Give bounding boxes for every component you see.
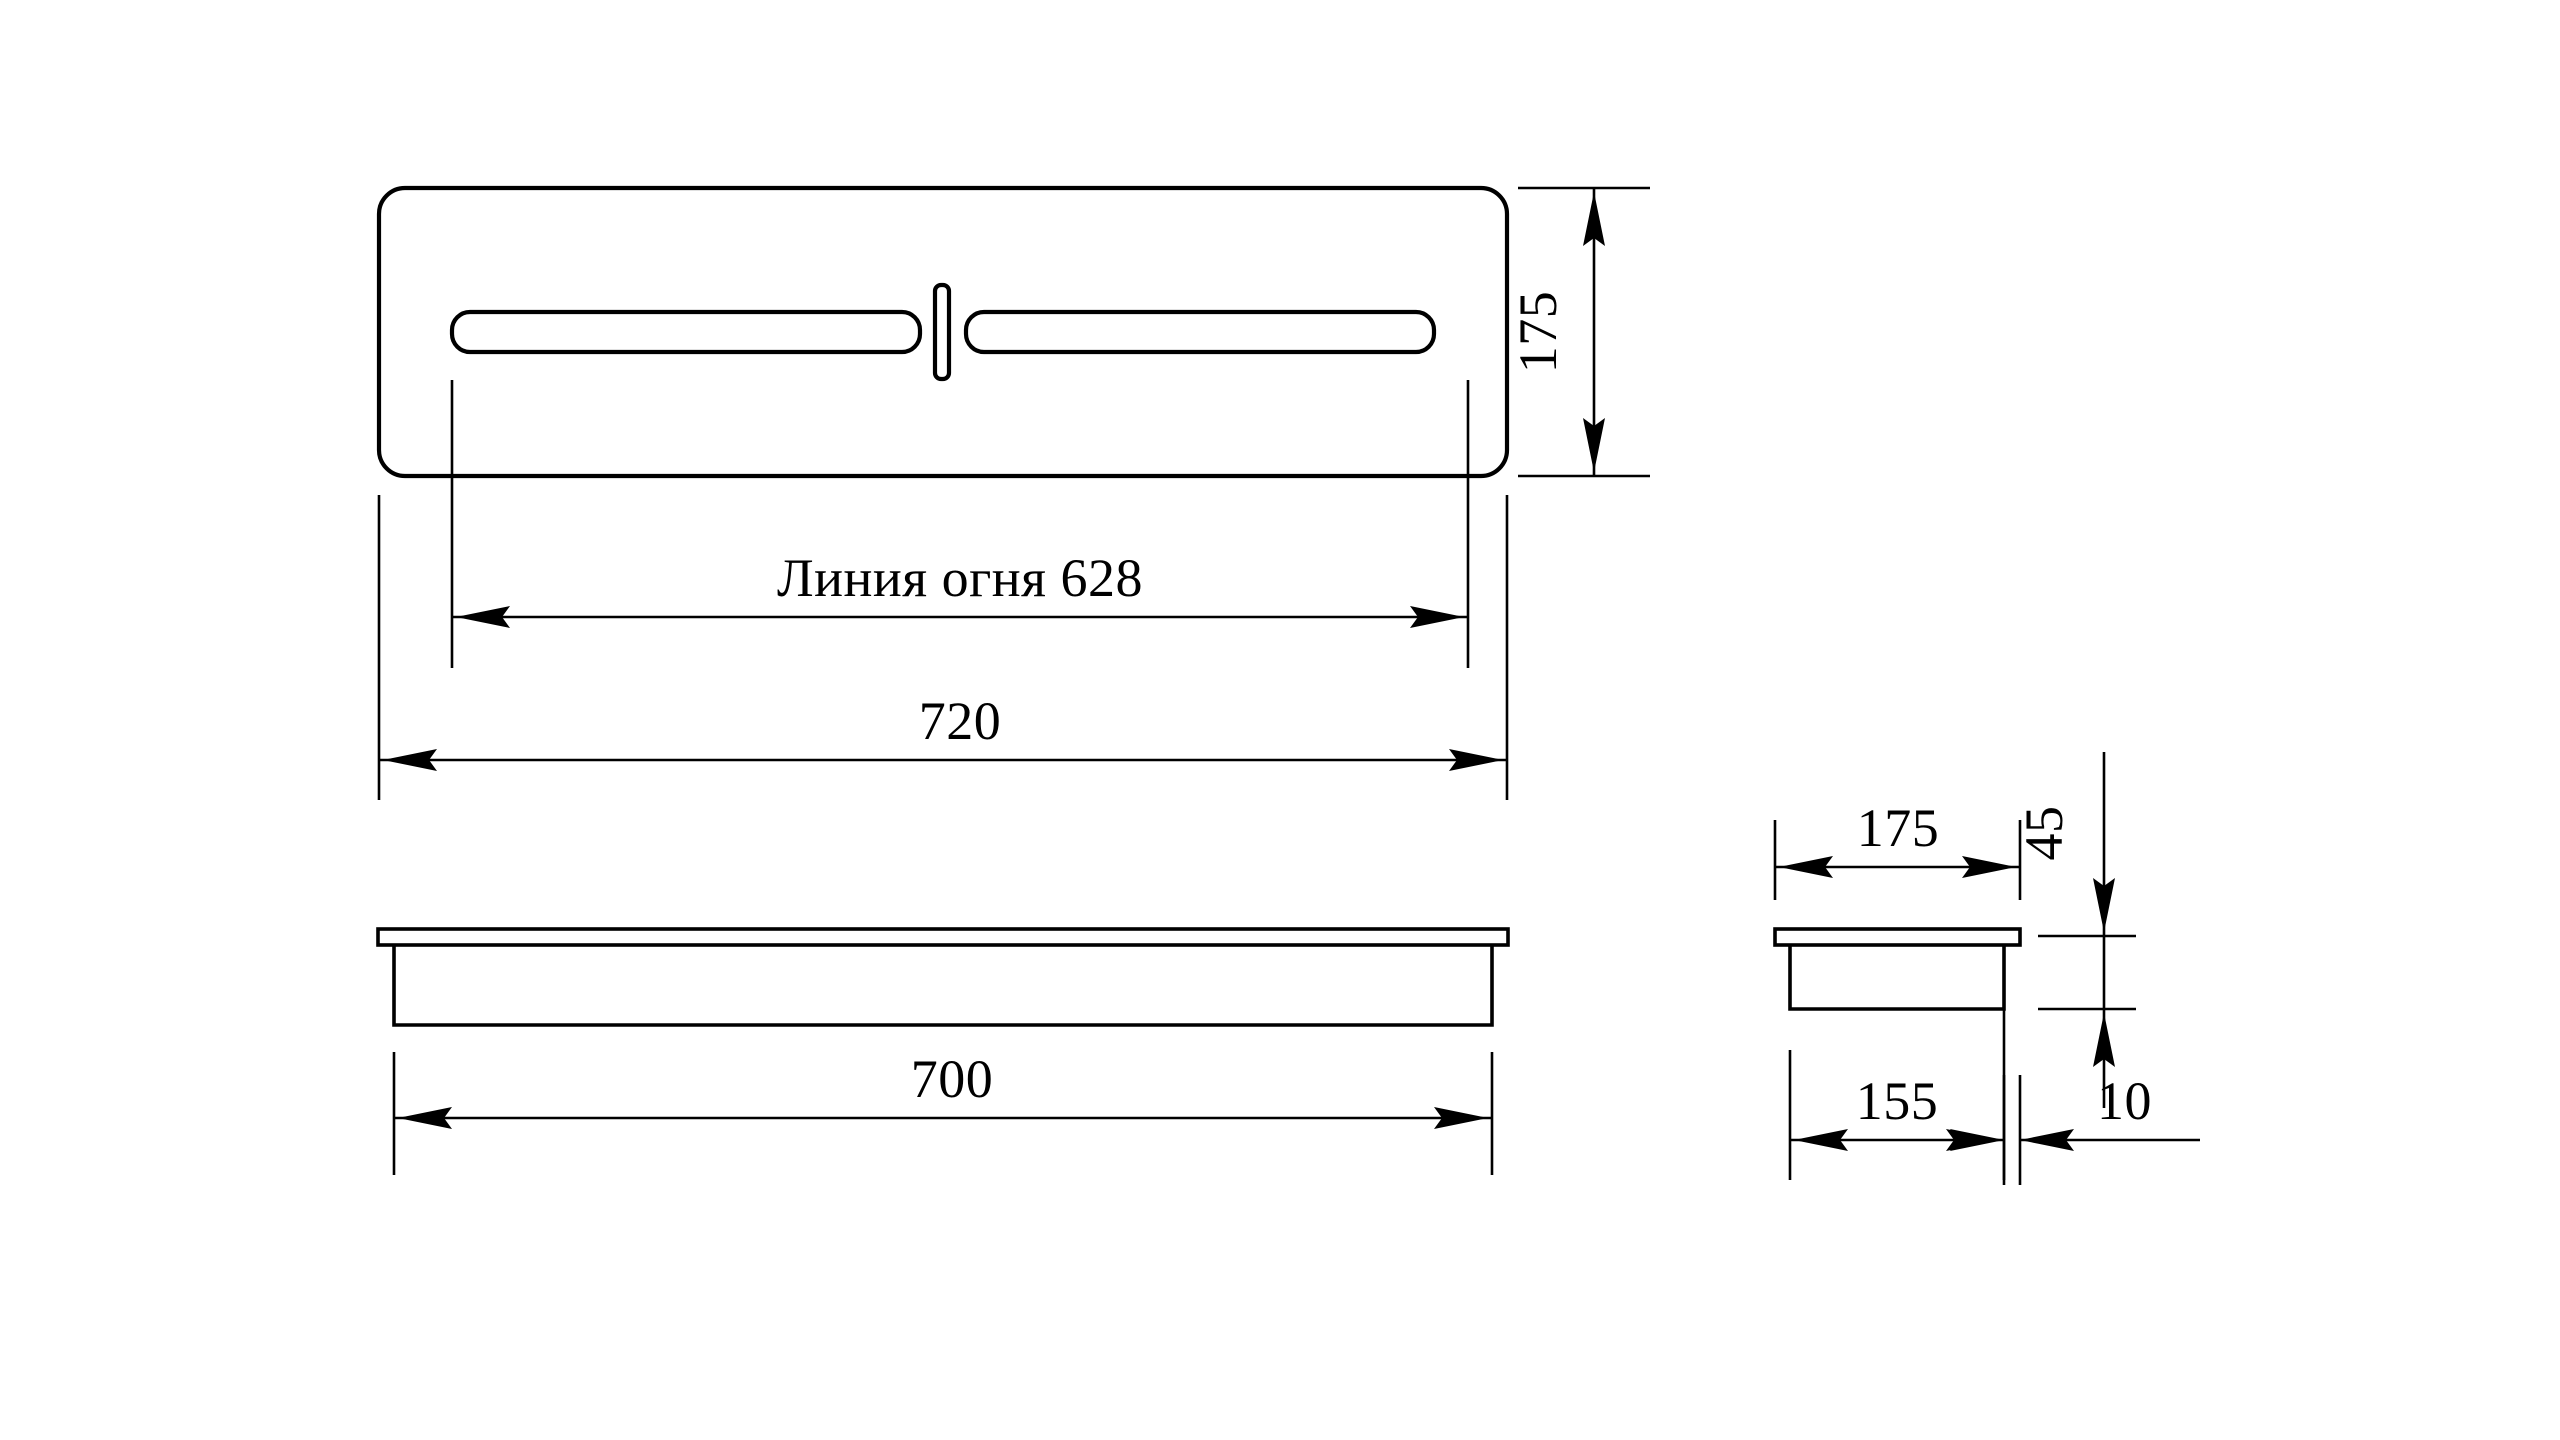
dim-720-arrow-right — [1449, 749, 1503, 771]
dim-side-175-arrow-right — [1962, 856, 2016, 878]
dim-flange-width-175: 175 — [1773, 798, 2022, 900]
side-elevation-body — [1788, 945, 2006, 1011]
side-elevation-group — [1773, 927, 2022, 1011]
dim-side-175-arrow-left — [1779, 856, 1833, 878]
top-view-group — [376, 185, 1510, 479]
dim-10-arrow-right — [2020, 1129, 2074, 1151]
dim-720-label: 720 — [919, 691, 1002, 751]
top-view-slot-left — [449, 309, 923, 355]
dim-flange-thickness-10: 10 — [1950, 1071, 2200, 1185]
dim-720-arrow-left — [383, 749, 437, 771]
dim-155-label: 155 — [1856, 1071, 1939, 1131]
front-elevation-body — [392, 945, 1494, 1027]
dim-628-arrow-left — [456, 606, 510, 628]
dim-155-arrow-left — [1794, 1129, 1848, 1151]
dim-628-label: Линия огня 628 — [777, 548, 1143, 608]
dim-10-arrow-left — [1950, 1129, 2004, 1151]
dim-body-length-700: 700 — [392, 1049, 1494, 1175]
dim-overall-length-720: 720 — [377, 495, 1509, 800]
dim-side-175-label: 175 — [1857, 798, 1940, 858]
side-elevation-flange — [1773, 927, 2022, 947]
dim-175-label: 175 — [1508, 291, 1568, 374]
dim-45-arrow-up — [2093, 1013, 2115, 1067]
dim-700-arrow-right — [1434, 1107, 1488, 1129]
dim-body-width-155: 155 — [1788, 982, 2006, 1180]
dim-fire-line-628: Линия огня 628 — [450, 380, 1470, 668]
dim-700-arrow-left — [398, 1107, 452, 1129]
front-elevation-flange — [376, 927, 1510, 947]
dim-10-label: 10 — [2097, 1071, 2152, 1131]
dim-175-arrow-up — [1583, 192, 1605, 246]
dim-175-arrow-down — [1583, 418, 1605, 472]
top-view-plate-outline — [376, 185, 1510, 479]
dim-628-arrow-right — [1410, 606, 1464, 628]
front-elevation-group — [376, 927, 1510, 1027]
dim-top-height-175: 175 — [1508, 186, 1650, 478]
top-view-slot-right — [963, 309, 1437, 355]
dim-overall-depth-45: 45 — [2014, 752, 2136, 1108]
dim-45-arrow-down — [2093, 878, 2115, 932]
top-view-slot-center — [932, 282, 952, 382]
dim-45-label: 45 — [2014, 806, 2074, 861]
dim-700-label: 700 — [911, 1049, 994, 1109]
